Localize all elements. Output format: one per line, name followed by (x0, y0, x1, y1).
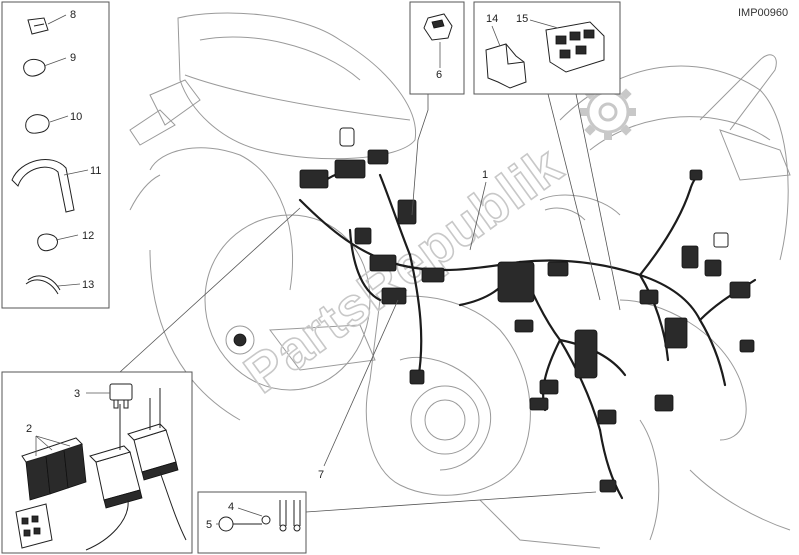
callout-11: 11 (90, 165, 101, 177)
bolt-parts (279, 500, 301, 532)
relay-module-b (127, 388, 187, 541)
callout-2: 2 (26, 423, 32, 435)
harness-callouts: 1 7 (318, 169, 488, 481)
parts-box-fasteners: 4 5 (197, 491, 597, 554)
callout-6: 6 (436, 69, 442, 81)
parts-box-clips: 8 9 10 11 12 13 (1, 1, 110, 309)
part-3-fuse (86, 383, 133, 409)
part-12-clip (37, 233, 79, 252)
callout-15: 15 (516, 13, 528, 25)
callout-7: 7 (318, 469, 324, 481)
part-14-cover (485, 25, 527, 89)
reference-code: IMP00960 (738, 7, 788, 19)
callout-8: 8 (70, 9, 76, 21)
part-4-washer (237, 507, 271, 525)
callout-9: 9 (70, 52, 76, 64)
part-8-clip (27, 14, 67, 35)
callout-12: 12 (82, 230, 94, 242)
relay-bottom-left (15, 503, 53, 549)
callout-10: 10 (70, 111, 82, 123)
part-15-fuse-box (529, 19, 605, 73)
motorcycle-outline (129, 12, 791, 549)
parts-box-modules: 3 2 (1, 207, 301, 554)
part-13-strap (25, 275, 81, 295)
part-2-relay-group (21, 435, 87, 501)
parts-box-relays: 14 15 (473, 1, 621, 311)
callout-13: 13 (82, 279, 94, 291)
part-9-clip (23, 57, 67, 77)
callout-4: 4 (228, 501, 234, 513)
parts-box-connector-6: 6 (409, 1, 465, 216)
callout-14: 14 (486, 13, 498, 25)
callout-5: 5 (206, 519, 212, 531)
part-5-screw (216, 516, 262, 532)
part-10-clip (25, 114, 69, 134)
harness-connectors (299, 127, 755, 493)
relay-module-a (85, 404, 143, 551)
part-11-strap (11, 159, 89, 213)
callout-3: 3 (74, 388, 80, 400)
callout-1: 1 (482, 169, 488, 181)
